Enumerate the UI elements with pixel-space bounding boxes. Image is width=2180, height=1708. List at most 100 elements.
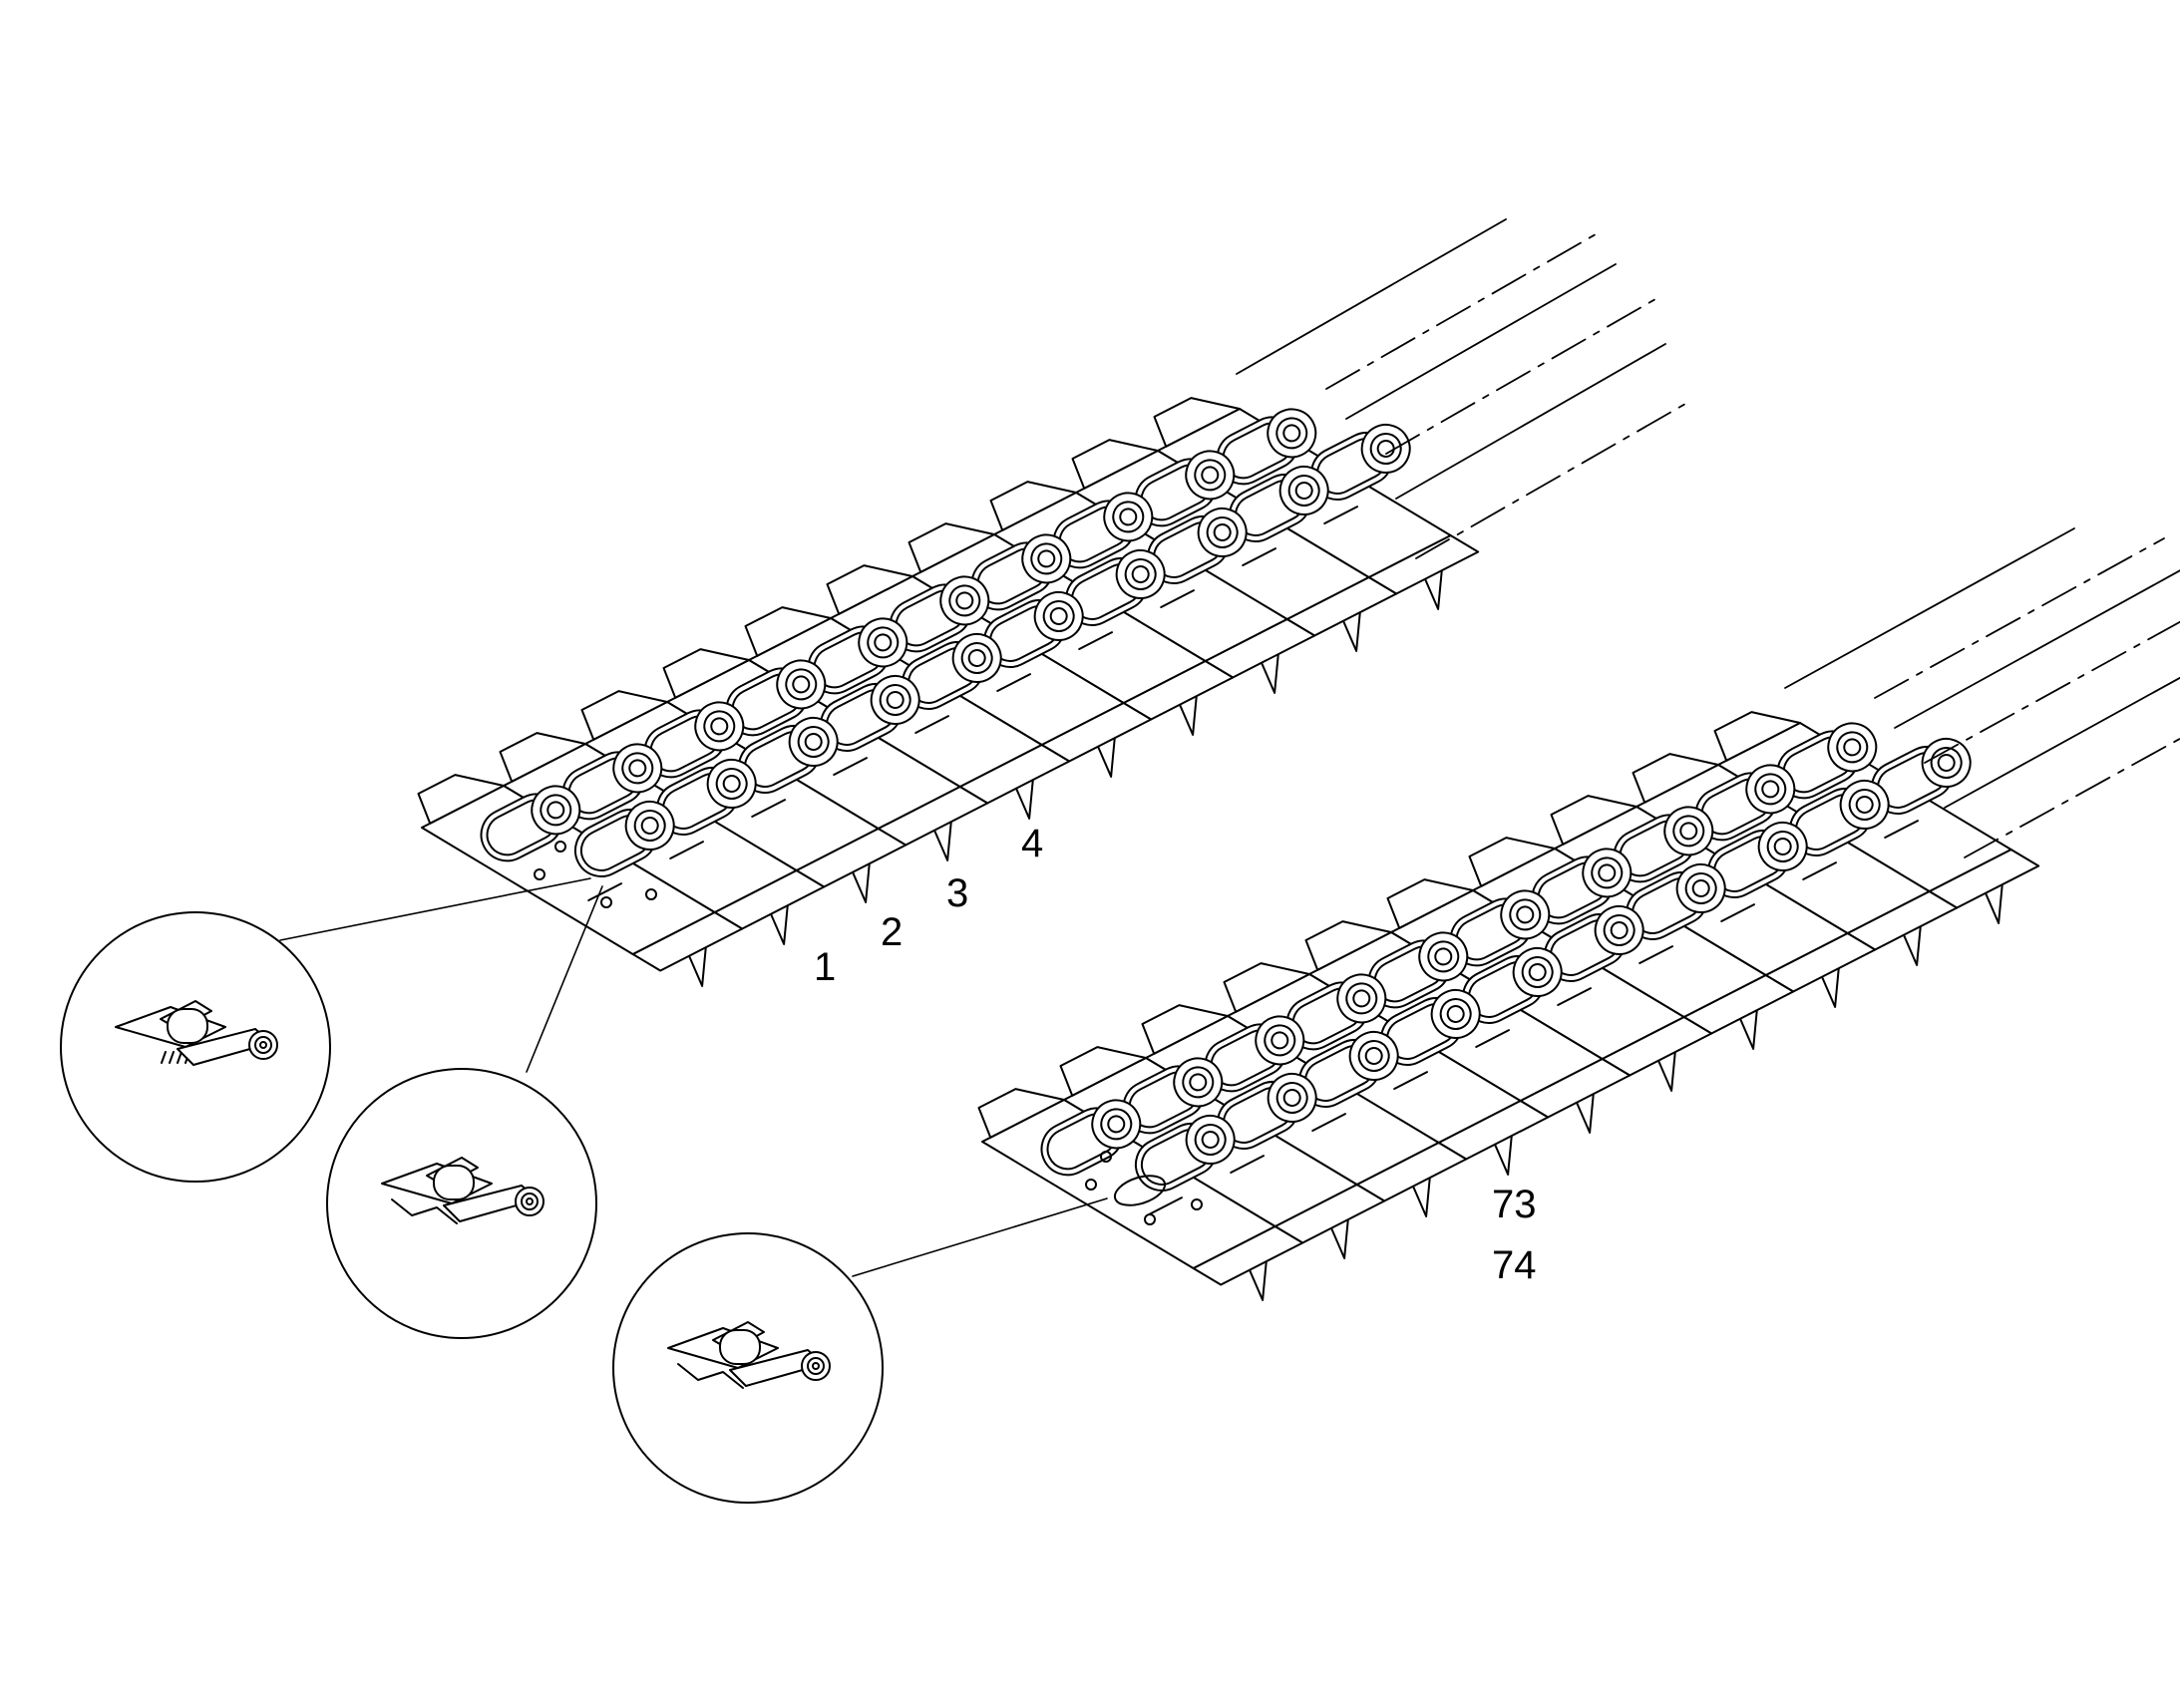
chain-link (901, 632, 1002, 710)
roller-pin (1761, 780, 1780, 799)
link-roller (1336, 973, 1387, 1024)
roller-ring (1357, 1039, 1390, 1072)
chain-link (1309, 423, 1411, 501)
mounting-hole (534, 868, 545, 880)
slat-crease (1311, 1113, 1346, 1132)
roller-ring (1100, 1108, 1133, 1141)
upper-mounting-holes (534, 841, 657, 908)
detail-roller-pin (812, 1362, 820, 1370)
roller-ring (540, 794, 572, 827)
slat-crease (1393, 1071, 1428, 1090)
detail-part (667, 1321, 831, 1389)
roller-pin (640, 816, 659, 835)
link-roller (1115, 548, 1166, 599)
detail-fold (677, 1363, 744, 1389)
roller-ring (633, 809, 666, 842)
roller-ring (1194, 1123, 1227, 1156)
slat-ridge (826, 564, 913, 615)
detail-roller (248, 1030, 278, 1060)
chain-link (1625, 862, 1726, 940)
slat-crease (1720, 903, 1755, 922)
chain-link (1064, 548, 1166, 626)
roller-ring (797, 725, 830, 758)
chain-link (1228, 465, 1329, 542)
chain-link (480, 785, 581, 862)
extension-line (1784, 527, 2075, 689)
detail-serration (169, 1051, 175, 1064)
roller-pin (1364, 1046, 1383, 1065)
mounting-hole (1144, 1213, 1156, 1225)
detail-serration (177, 1051, 182, 1064)
roller-ring (1275, 1081, 1308, 1114)
roller-pin (1610, 920, 1629, 939)
oval-slot (1113, 1175, 1167, 1206)
slat-crease (996, 673, 1031, 692)
lower-roller-chain (1040, 722, 1972, 1192)
roller-pin (1107, 1115, 1126, 1134)
roller-pin (792, 675, 811, 694)
slat-crease (1323, 506, 1358, 524)
link-roller (776, 659, 827, 710)
slat-ridge (1223, 962, 1310, 1013)
chain-link (561, 743, 663, 821)
link-roller (1173, 1057, 1224, 1108)
detail-view (612, 1232, 884, 1504)
link-roller (1512, 946, 1563, 997)
roller-pin (1528, 962, 1547, 981)
slat-crease (669, 841, 704, 859)
link-roller (1360, 423, 1411, 474)
chain-link (1613, 806, 1714, 883)
roller-ring (1836, 731, 1869, 764)
roller-pin (1294, 481, 1313, 500)
roller-pin (967, 648, 986, 667)
mounting-hole (645, 888, 657, 900)
link-roller (870, 674, 920, 725)
slat-ridge (989, 481, 1077, 531)
link-roller (612, 743, 663, 794)
roller-pin (1376, 439, 1395, 458)
extension-line (1236, 218, 1507, 375)
roller-ring (1521, 955, 1554, 988)
slat-crease (833, 757, 868, 776)
roller-pin (1855, 795, 1874, 814)
roller-ring (1182, 1066, 1215, 1099)
extension-line (1924, 620, 2180, 764)
detail-part (381, 1157, 545, 1224)
link-roller (939, 575, 990, 626)
mounting-hole (554, 841, 566, 853)
roller-pin (1843, 738, 1862, 757)
detail-roller-ring (807, 1357, 825, 1375)
roller-ring (785, 668, 818, 701)
roller-ring (1287, 474, 1320, 507)
link-roller (858, 617, 908, 668)
extension-line (1325, 233, 1597, 390)
link-roller (1675, 862, 1726, 913)
link-roller (1278, 465, 1329, 515)
roller-ring (879, 683, 911, 716)
slat-ridge (1304, 920, 1392, 971)
roller-ring (1427, 940, 1460, 973)
detail-roller-ring (521, 1193, 539, 1210)
slat-crease (1230, 1155, 1265, 1174)
slat-crease (1802, 861, 1837, 880)
roller-ring (1030, 542, 1063, 575)
roller-ring (1672, 815, 1705, 848)
roller-pin (1434, 947, 1453, 966)
callout-3: 3 (946, 871, 969, 915)
chain-link (1134, 450, 1236, 527)
roller-pin (1679, 822, 1698, 841)
roller-pin (1282, 1088, 1301, 1107)
roller-pin (1213, 522, 1232, 541)
upper-chain-assembly (417, 218, 1686, 987)
roller-ring (1930, 746, 1963, 779)
link-roller (1745, 764, 1796, 815)
chain-link (1367, 931, 1469, 1009)
extension-line (1964, 737, 2180, 858)
upper-extension-lines (1236, 218, 1686, 559)
chain-link (725, 659, 827, 737)
detail-barrel (167, 1008, 208, 1044)
detail-view (60, 911, 331, 1183)
roller-ring (1124, 557, 1157, 590)
roller-ring (1264, 1024, 1296, 1057)
roller-pin (1598, 863, 1617, 882)
